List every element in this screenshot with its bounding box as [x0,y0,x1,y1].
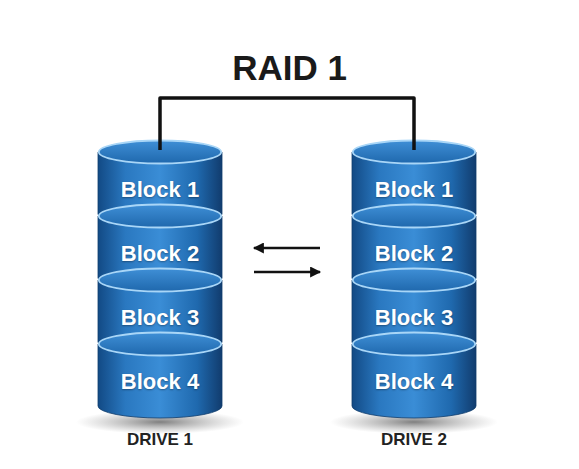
block-label: Block 4 [98,369,222,395]
cylinder-top [353,141,475,164]
sync-arrow [254,271,320,274]
drive-cylinder: DRIVE 1Block 1Block 2Block 3Block 4 [98,140,222,450]
drive-label: DRIVE 1 [78,430,242,450]
data-block: Block 4 [98,332,222,418]
mirror-bracket [160,98,414,150]
block-label: Block 2 [98,241,222,267]
drive-label: DRIVE 2 [332,430,496,450]
cylinder-top [99,205,221,228]
data-block: Block 4 [352,332,476,418]
block-label: Block 4 [352,369,476,395]
block-label: Block 3 [352,305,476,331]
cylinder-top [99,141,221,164]
block-label: Block 2 [352,241,476,267]
cylinder-top [99,333,221,356]
block-label: Block 1 [98,177,222,203]
cylinder-top [353,205,475,228]
diagram-title: RAID 1 [0,48,579,88]
drive-cylinder: DRIVE 2Block 1Block 2Block 3Block 4 [352,140,476,450]
block-label: Block 1 [352,177,476,203]
block-label: Block 3 [98,305,222,331]
cylinder-top [99,269,221,292]
sync-arrow [254,247,320,250]
cylinder-top [353,269,475,292]
cylinder-top [353,333,475,356]
